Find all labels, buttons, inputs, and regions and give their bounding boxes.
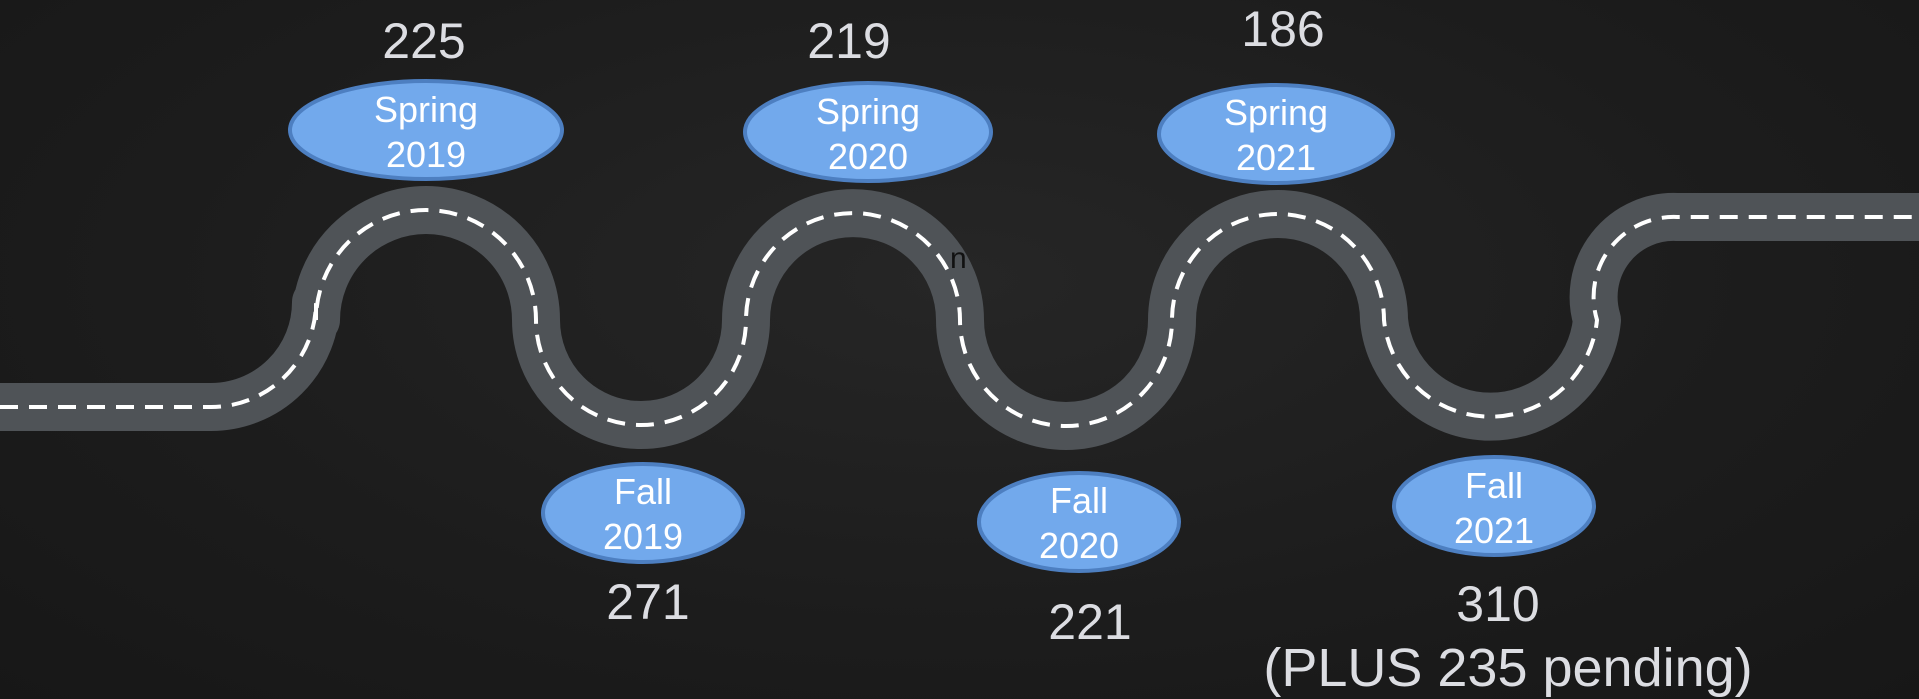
node-ellipse <box>1157 83 1395 185</box>
node-label-year: 2019 <box>603 516 683 557</box>
node-label-term: Fall <box>1465 465 1523 506</box>
pending-note: (PLUS 235 pending) <box>1263 638 1753 698</box>
node-ellipse <box>541 462 745 564</box>
node-ellipse <box>1392 455 1596 557</box>
count-spring-2021: 186 <box>1241 1 1325 57</box>
node-ellipse <box>977 471 1181 573</box>
node-label-year: 2021 <box>1236 137 1316 178</box>
count-fall-2020: 221 <box>1048 594 1132 650</box>
node-label-term: Fall <box>614 471 672 512</box>
node-ellipse <box>743 81 993 183</box>
node-label-year: 2020 <box>828 136 908 177</box>
stray-character: n <box>950 242 967 275</box>
count-fall-2019: 271 <box>606 574 690 630</box>
node-label-term: Fall <box>1050 480 1108 521</box>
count-spring-2019: 225 <box>382 13 466 69</box>
node-label-year: 2021 <box>1454 510 1534 551</box>
node-ellipse <box>288 79 564 181</box>
count-spring-2020: 219 <box>807 13 891 69</box>
road-center-dashes <box>0 208 1919 428</box>
node-label-year: 2020 <box>1039 525 1119 566</box>
node-label-term: Spring <box>816 91 920 132</box>
count-fall-2021: 310 <box>1456 576 1540 632</box>
node-label-term: Spring <box>374 89 478 130</box>
node-label-term: Spring <box>1224 92 1328 133</box>
node-label-year: 2019 <box>386 134 466 175</box>
